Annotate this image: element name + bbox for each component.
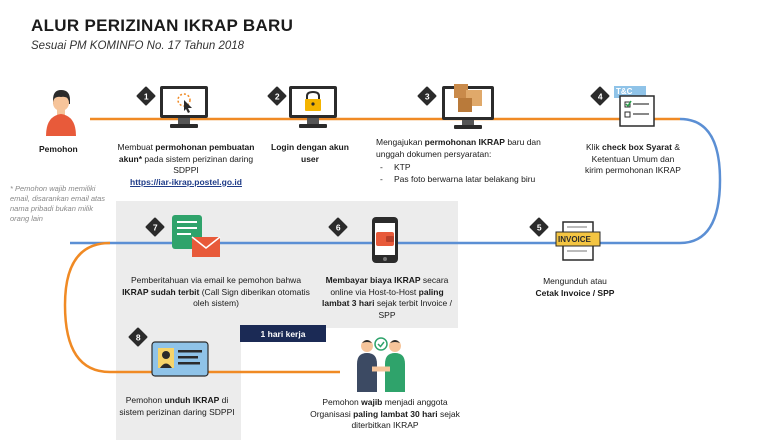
wallet-phone-icon xyxy=(370,216,400,264)
step-4-text: Klik check box Syarat & Ketentuan Umum d… xyxy=(585,142,681,175)
computer-boxes-icon xyxy=(440,80,496,130)
step-7-text: Pemberitahuan via email ke pemohon bahwa… xyxy=(122,275,310,308)
terms-conditions-label: T&C xyxy=(616,87,633,96)
requirement-item: Pas foto berwarna latar belakang biru xyxy=(376,174,561,186)
id-card-icon xyxy=(150,340,210,378)
terms-conditions-icon xyxy=(612,84,658,128)
flow-line-left-curve xyxy=(63,241,340,374)
flow-line-right-curve xyxy=(70,117,722,245)
step-6-text: Membayar biaya IKRAP secara online via H… xyxy=(322,275,452,320)
computer-login-icon xyxy=(287,84,339,130)
handshake-icon xyxy=(352,336,410,392)
step-8-text: Pemohon unduh IKRAP di sistem perizinan … xyxy=(119,395,235,417)
person-icon xyxy=(44,88,78,136)
actor-label: Pemohon xyxy=(39,144,78,154)
step-1-text: Membuat permohonan pembuatan akun* pada … xyxy=(117,142,255,187)
computer-cursor-icon xyxy=(158,84,210,130)
requirement-item: KTP xyxy=(376,162,561,174)
registration-link[interactable]: https://iar-ikrap.postel.go.id xyxy=(130,176,242,187)
actor-note: * Pemohon wajib memiliki email, disarank… xyxy=(10,184,106,223)
step-2-text: Login dengan akun user xyxy=(271,142,349,164)
page-subtitle: Sesuai PM KOMINFO No. 17 Tahun 2018 xyxy=(31,40,245,52)
invoice-label: INVOICE xyxy=(558,235,591,244)
sla-badge: 1 hari kerja xyxy=(240,325,326,342)
email-notification-icon xyxy=(170,213,222,259)
page-title: ALUR PERIZINAN IKRAP BARU xyxy=(31,16,294,35)
step-3-requirements: KTP Pas foto berwarna latar belakang bir… xyxy=(376,162,561,185)
step-3-text: Mengajukan permohonan IKRAP baru dan ung… xyxy=(376,137,561,185)
final-text: Pemohon wajib menjadi anggota Organisasi… xyxy=(310,397,460,430)
invoice-icon xyxy=(555,220,601,262)
